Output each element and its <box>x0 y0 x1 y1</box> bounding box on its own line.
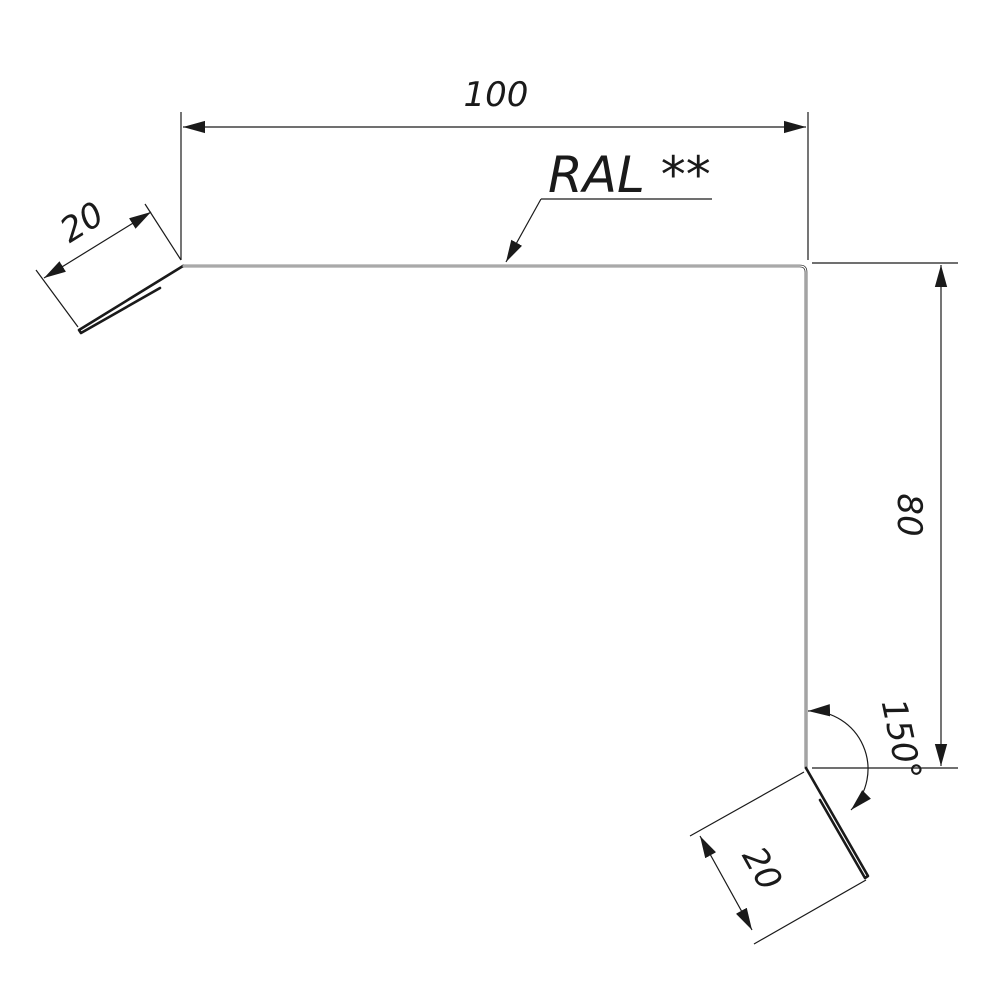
dim-top-width: 100 <box>180 75 809 260</box>
profile-outline <box>77 264 870 880</box>
leader-arrow <box>505 198 542 263</box>
dim-bottom-flange: 20 <box>689 771 867 945</box>
angle-arc <box>807 704 871 811</box>
dim-right-label: 80 <box>889 493 929 536</box>
note-leader: RAL ** <box>505 146 712 263</box>
dim-bottom-flange-label: 20 <box>734 840 790 897</box>
dim-left-flange: 20 <box>35 194 182 328</box>
dim-angle-label: 150° <box>873 695 929 783</box>
dim-top-label: 100 <box>464 75 529 115</box>
extension-line-left-flange-a <box>144 203 182 261</box>
dim-angle: 150° <box>807 695 929 811</box>
extension-line-bottom-flange-b <box>753 879 867 945</box>
extension-line-left-flange-b <box>35 269 79 328</box>
main-profile <box>181 264 808 770</box>
left-hem-flange <box>77 264 185 335</box>
note-label: RAL ** <box>548 146 711 204</box>
dim-right-height: 80 <box>812 262 958 769</box>
extension-line-bottom-flange-a <box>689 771 805 837</box>
bottom-hem-flange <box>804 766 870 880</box>
dimension-line-left-flange <box>43 211 152 279</box>
main-profile-inner <box>182 265 807 769</box>
dimension-line-bottom-flange <box>699 835 753 931</box>
